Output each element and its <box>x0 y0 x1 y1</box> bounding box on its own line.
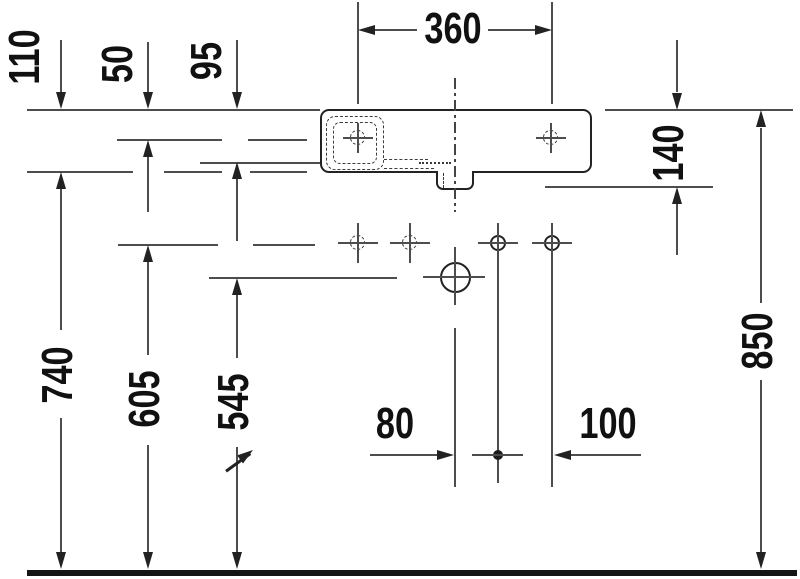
drain-axis-line <box>454 328 456 487</box>
tap-hole-right-crosshair <box>536 137 566 139</box>
reference-line-50 <box>117 139 222 141</box>
arrow-up-icon <box>756 110 766 127</box>
arrow-down-icon <box>56 92 66 109</box>
arrow-right-icon <box>437 450 454 460</box>
dim-shaft-140-upper <box>676 40 678 92</box>
bowl-dashed-outline <box>326 116 384 170</box>
arrow-up-icon <box>232 278 242 295</box>
hole-row-extension-line <box>253 244 315 246</box>
reference-line-110 <box>164 171 222 173</box>
dim-shaft-110 <box>60 40 62 92</box>
drain-crosshair <box>454 247 456 305</box>
bowl-inner-dashed-outline <box>333 122 377 164</box>
arrow-left-icon <box>358 25 375 35</box>
dim-shaft-545-upper <box>236 295 238 358</box>
arrow-down-icon <box>143 92 153 109</box>
bowl-channel-line <box>384 159 428 160</box>
dim-shaft-850-lower <box>760 380 762 552</box>
drain-extension-line <box>209 277 397 279</box>
dim-shaft-850-upper <box>760 128 762 303</box>
reference-line-110 <box>250 171 307 173</box>
arrow-down-icon <box>232 92 242 109</box>
dim-shaft-50 <box>147 42 149 92</box>
reference-line-140 <box>545 186 713 188</box>
arrow-down-icon <box>672 93 682 110</box>
arrow-up-icon <box>672 187 682 204</box>
arrow-down-icon <box>143 552 153 569</box>
dim-50-label: 50 <box>93 44 142 84</box>
extension-line-360-right <box>551 2 553 104</box>
dim-shaft-50-lower <box>147 157 149 212</box>
mounting-hole-axis-line <box>497 223 499 483</box>
mounting-hole-crosshair <box>338 242 378 244</box>
drain-circle <box>440 262 471 293</box>
dim-shaft-95-lower <box>236 179 238 241</box>
dim-line-100 <box>571 454 641 456</box>
dim-80-label: 80 <box>375 399 415 448</box>
extension-line-360-left <box>357 2 359 104</box>
dot-crosshair <box>472 454 523 456</box>
reference-line-50 <box>248 139 307 141</box>
arrow-right-icon <box>535 25 552 35</box>
arrow-up-icon <box>143 245 153 262</box>
hole-row-extension-line <box>118 244 218 246</box>
dim-line-360 <box>488 29 535 31</box>
dim-shaft-605-upper <box>147 262 149 355</box>
dim-shaft-95 <box>236 40 238 92</box>
dim-140-label: 140 <box>644 124 693 182</box>
dim-shaft-545-lower <box>236 447 238 552</box>
dim-shaft-140-lower <box>676 204 678 255</box>
reference-line-95 <box>200 162 322 164</box>
dim-605-label: 605 <box>120 370 169 428</box>
reference-line-110 <box>27 171 133 173</box>
arrow-down-icon <box>232 552 242 569</box>
arrow-down-icon <box>756 552 766 569</box>
bowl-channel-dotted-line <box>419 162 451 164</box>
dim-shaft-740-upper <box>60 189 62 330</box>
arrow-up-icon <box>56 172 66 189</box>
arrow-up-icon <box>143 140 153 157</box>
dim-line-80 <box>370 454 437 456</box>
dim-110-label: 110 <box>0 29 49 85</box>
dim-shaft-605-lower <box>147 445 149 552</box>
drain-pipe-dashed-line <box>443 173 444 188</box>
rim-reference-line-left <box>27 109 320 111</box>
center-line <box>454 78 456 212</box>
dim-shaft-740-lower <box>60 418 62 552</box>
tap-hole-left-crosshair <box>343 137 373 139</box>
arrow-down-icon <box>56 552 66 569</box>
mounting-hole-crosshair <box>390 242 430 244</box>
arrow-left-icon <box>554 450 571 460</box>
dim-740-label: 740 <box>33 346 82 404</box>
mounting-hole-axis-line <box>551 223 553 487</box>
dim-360-label: 360 <box>424 4 482 53</box>
dim-line-360 <box>375 29 417 31</box>
dim-100-label: 100 <box>579 399 637 448</box>
rim-reference-line-right <box>605 109 793 111</box>
dim-850-label: 850 <box>733 312 782 370</box>
dim-95-label: 95 <box>182 41 231 81</box>
bowl-channel-line <box>384 168 434 169</box>
floor-line <box>27 570 797 576</box>
dim-545-label: 545 <box>209 373 258 431</box>
arrow-up-icon <box>232 162 242 179</box>
